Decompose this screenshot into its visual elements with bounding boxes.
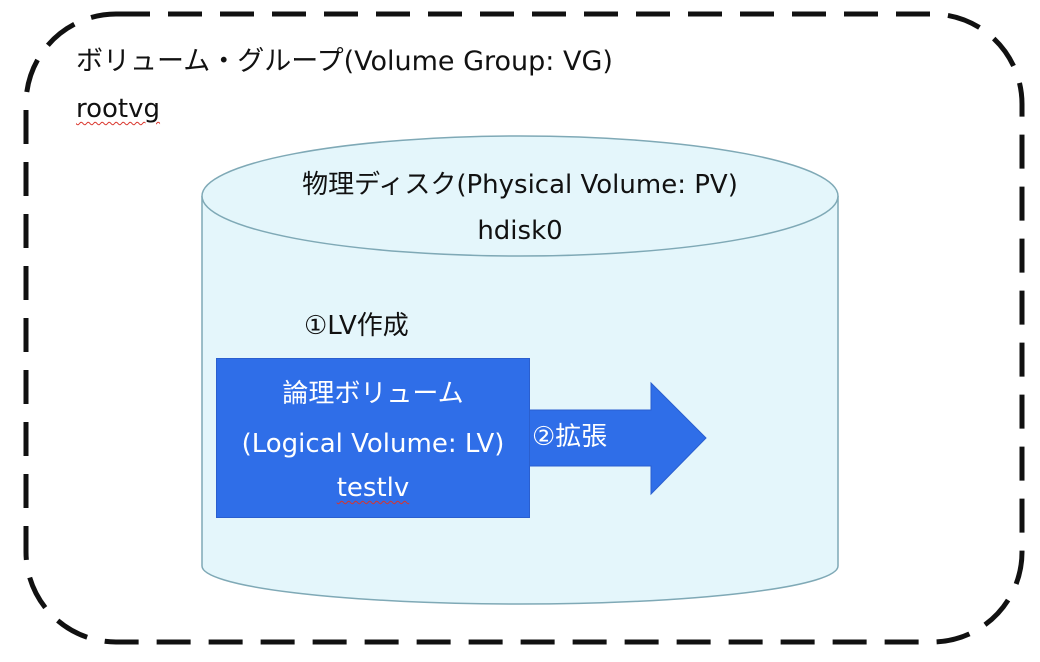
volume-group-name: rootvg (76, 94, 161, 124)
step-create-label: ①LV作成 (304, 311, 409, 341)
logical-volume-name-row: testlv (217, 475, 529, 501)
volume-group-border (23, 11, 1025, 645)
volume-group-title: ボリューム・グループ(Volume Group: VG) (76, 46, 613, 77)
logical-volume-box: 論理ボリューム (Logical Volume: LV) testlv (216, 358, 530, 518)
cylinder-top (201, 135, 839, 257)
extend-arrow (520, 381, 707, 496)
logical-volume-subtitle: (Logical Volume: LV) (241, 429, 505, 459)
physical-volume-name: hdisk0 (477, 216, 563, 246)
logical-volume-title: 論理ボリューム (282, 379, 464, 409)
logical-volume-name: testlv (336, 473, 410, 503)
step-extend-label: ②拡張 (532, 422, 608, 452)
physical-volume-title: 物理ディスク(Physical Volume: PV) (302, 170, 738, 200)
